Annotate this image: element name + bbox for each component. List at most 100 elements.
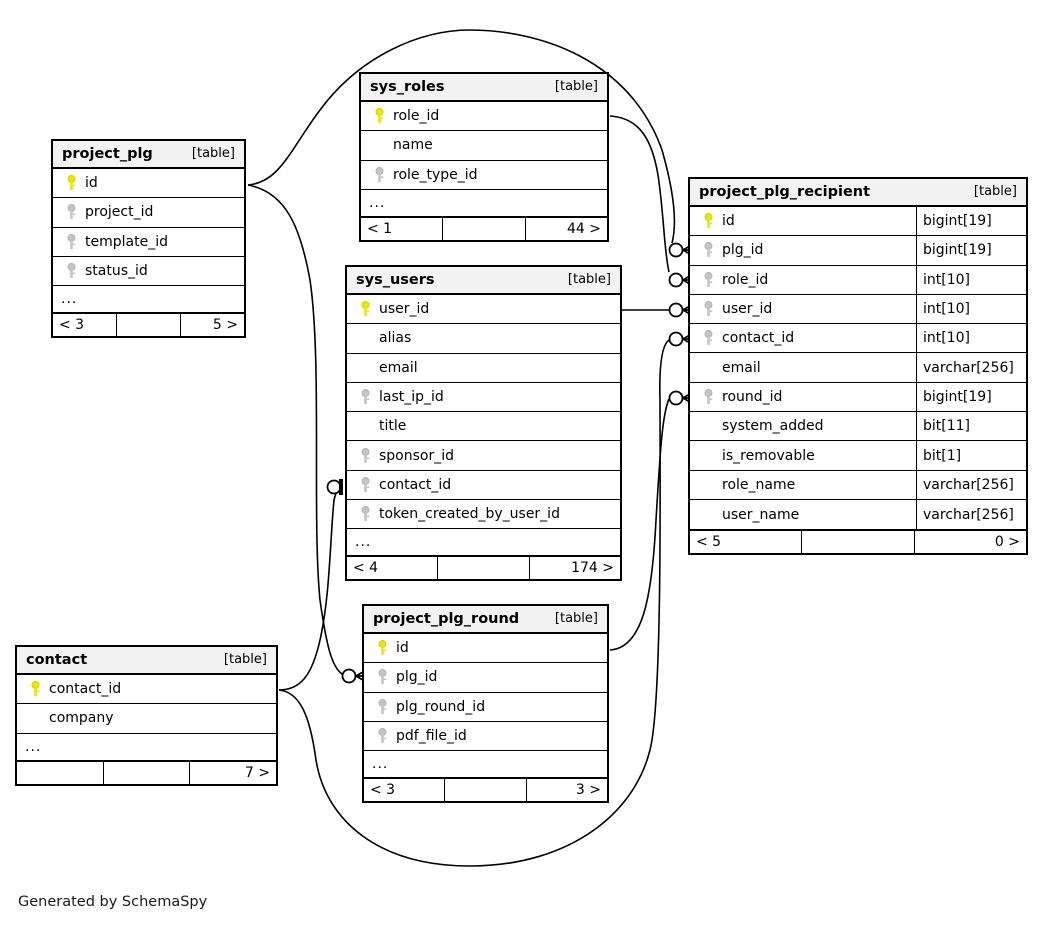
generated-by-credit: Generated by SchemaSpy: [18, 894, 208, 910]
table-kind-label: [table]: [567, 272, 611, 287]
footer-children-count[interactable]: 3 >: [575, 782, 601, 799]
column-label: token_created_by_user_id: [379, 506, 560, 523]
table-node-project-plg[interactable]: project_plg [table] id project_id: [51, 139, 246, 339]
footer-parents-count[interactable]: [17, 762, 103, 784]
footer-parents-count[interactable]: < 4: [353, 560, 379, 577]
footer-parents-count[interactable]: < 3: [59, 317, 85, 334]
table-row[interactable]: role_id int[10]: [690, 265, 1026, 295]
foreign-key-icon: [698, 301, 718, 317]
table-header: project_plg_recipient [table]: [690, 179, 1026, 207]
footer-middle: [437, 557, 530, 580]
table-title: sys_users: [356, 271, 435, 288]
table-columns: contact_id company ...: [17, 675, 276, 760]
table-row[interactable]: round_id bigint[19]: [690, 382, 1026, 413]
foreign-key-icon: [698, 271, 718, 288]
column-name-cell: company: [17, 710, 276, 726]
column-name-cell: contact_id: [347, 477, 620, 493]
column-label: user_name: [722, 506, 800, 523]
footer-children-count[interactable]: 7 >: [244, 764, 271, 781]
edge-plg-to-round-plgid: [247, 184, 347, 677]
footer-parents-count[interactable]: < 1: [367, 220, 393, 237]
column-name-cell: is_removable: [690, 448, 916, 464]
column-label: role_id: [393, 108, 440, 125]
column-label: status_id: [85, 263, 148, 280]
table-row[interactable]: pdf_file_id: [364, 721, 607, 752]
table-row[interactable]: user_name varchar[256]: [690, 499, 1026, 530]
table-row[interactable]: system_added bit[11]: [690, 412, 1026, 442]
table-row[interactable]: contact_id int[10]: [690, 324, 1026, 354]
column-name-cell: id: [364, 640, 607, 656]
table-kind-label: [table]: [973, 184, 1017, 199]
table-row[interactable]: user_id: [347, 295, 620, 325]
table-title: sys_roles: [370, 78, 445, 95]
column-label: alias: [379, 330, 412, 347]
table-node-project-plg-round[interactable]: project_plg_round [table] id plg_id: [362, 604, 609, 804]
table-row[interactable]: role_name varchar[256]: [690, 470, 1026, 500]
table-row[interactable]: is_removable bit[1]: [690, 441, 1026, 471]
table-row[interactable]: plg_id bigint[19]: [690, 236, 1026, 266]
table-row[interactable]: token_created_by_user_id: [347, 500, 620, 530]
table-row[interactable]: sponsor_id: [347, 441, 620, 471]
table-row[interactable]: id: [364, 634, 607, 664]
table-row[interactable]: id bigint[19]: [690, 207, 1026, 237]
ellipsis-label: ...: [61, 291, 78, 308]
foreign-key-icon: [372, 728, 392, 744]
column-type: bigint[19]: [916, 382, 1026, 412]
column-name-cell: token_created_by_user_id: [347, 506, 620, 522]
column-type: int[10]: [916, 265, 1026, 294]
footer-children-count[interactable]: 5 >: [212, 317, 238, 334]
table-row[interactable]: user_id int[10]: [690, 294, 1026, 325]
footer-parents-count[interactable]: < 5: [696, 534, 722, 551]
footer-children-count[interactable]: 44 >: [566, 220, 601, 237]
table-row[interactable]: project_id: [53, 198, 244, 228]
column-label: last_ip_id: [379, 389, 444, 406]
footer-children-count[interactable]: 174 >: [571, 560, 614, 577]
column-label: project_id: [85, 204, 154, 221]
primary-key-icon: [372, 640, 392, 656]
table-row[interactable]: contact_id: [17, 675, 276, 705]
table-footer: < 3 5 >: [53, 312, 244, 337]
table-row[interactable]: template_id: [53, 227, 244, 257]
table-node-contact[interactable]: contact [table] contact_id company ...: [15, 645, 278, 786]
table-row[interactable]: role_type_id: [361, 160, 607, 190]
column-label: role_type_id: [393, 166, 478, 183]
table-row[interactable]: status_id: [53, 256, 244, 287]
table-footer: < 5 0 >: [690, 529, 1026, 554]
table-row[interactable]: alias: [347, 324, 620, 354]
table-row[interactable]: id: [53, 169, 244, 199]
footer-children-count[interactable]: 0 >: [994, 534, 1020, 551]
table-row[interactable]: plg_round_id: [364, 692, 607, 722]
column-label: role_name: [722, 476, 796, 493]
table-node-project-plg-recipient[interactable]: project_plg_recipient [table] id bigint[…: [688, 177, 1028, 556]
foreign-key-icon: [698, 388, 718, 405]
table-row[interactable]: email: [347, 353, 620, 383]
foreign-key-icon: [355, 476, 375, 493]
column-name-cell: user_name: [690, 507, 916, 523]
table-node-sys-users[interactable]: sys_users [table] user_id alias: [345, 265, 622, 582]
table-row[interactable]: email varchar[256]: [690, 353, 1026, 383]
table-columns: role_id name role_type_id ...: [361, 102, 607, 216]
table-row[interactable]: title: [347, 412, 620, 442]
table-header: sys_users [table]: [347, 267, 620, 295]
foreign-key-icon: [372, 698, 392, 715]
table-row[interactable]: name: [361, 131, 607, 161]
footer-parents-count[interactable]: < 3: [370, 782, 396, 799]
table-row[interactable]: plg_id: [364, 663, 607, 693]
table-row[interactable]: contact_id: [347, 470, 620, 501]
column-type: bigint[19]: [916, 207, 1026, 236]
table-row[interactable]: company: [17, 704, 276, 734]
column-type: int[10]: [916, 294, 1026, 324]
table-header: sys_roles [table]: [361, 74, 607, 102]
table-kind-label: [table]: [223, 652, 267, 667]
column-type: varchar[256]: [916, 353, 1026, 382]
column-label: contact_id: [379, 476, 452, 493]
column-name-cell: role_name: [690, 477, 916, 493]
more-columns-indicator: ...: [53, 286, 244, 313]
column-name-cell: name: [361, 137, 607, 153]
table-row[interactable]: role_id: [361, 102, 607, 132]
table-row[interactable]: last_ip_id: [347, 382, 620, 413]
table-node-sys-roles[interactable]: sys_roles [table] role_id name: [359, 72, 609, 242]
terminator-users-contact-id: [326, 479, 343, 495]
foreign-key-icon: [698, 330, 718, 346]
